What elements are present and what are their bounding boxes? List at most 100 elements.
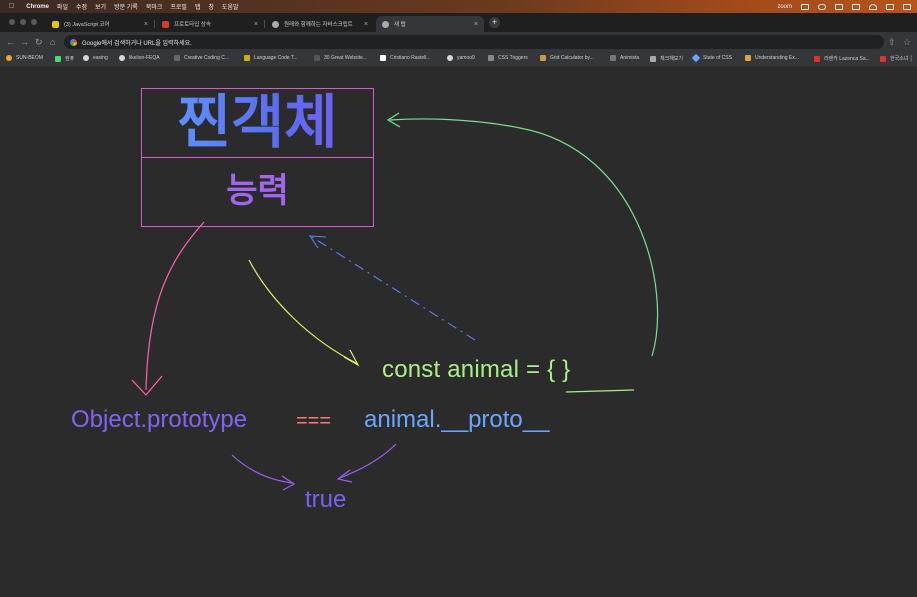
menu-profiles[interactable]: 프로필 (165, 5, 187, 11)
bookmark-item[interactable]: 한국소녀 │ (880, 55, 913, 62)
menu-window[interactable]: 창 (203, 5, 214, 11)
bookmark-label: Understanding Ex... (755, 55, 799, 61)
address-bar[interactable]: Google에서 검색하거나 URL을 입력하세요. (64, 35, 884, 49)
object-prototype-label: Object.prototype (71, 406, 248, 433)
page-icon (174, 55, 180, 61)
page-icon (745, 55, 751, 61)
page-icon (380, 55, 386, 61)
menu-tab[interactable]: 탭 (189, 5, 201, 11)
bookmark-item[interactable]: 컴퓨 (55, 55, 74, 62)
tab-separator (154, 20, 155, 28)
grid-icon (540, 55, 546, 61)
bookmark-item[interactable]: yamoo9 (447, 55, 475, 61)
tab-strip: (3) JavaScript 코어 × 프로토타입 상속 × 원래와 함께하는 … (0, 13, 917, 32)
address-bar-placeholder: Google에서 검색하거나 URL을 입력하세요. (82, 40, 192, 47)
wifi-icon[interactable] (869, 3, 877, 10)
github-icon (447, 55, 453, 61)
bookmark-item[interactable]: likelion-FEQA (119, 55, 160, 61)
zoom-status[interactable]: zoom (777, 3, 792, 10)
bookmark-item[interactable]: Animista (610, 55, 639, 61)
result-label: true (305, 486, 347, 513)
bookmark-item[interactable]: CSS Triggers (488, 55, 528, 61)
bookmark-label: likelion-FEQA (129, 55, 160, 61)
bookmark-item[interactable]: Understanding Ex... (745, 55, 799, 61)
menu-file[interactable]: 파일 (51, 5, 68, 11)
bookmark-item[interactable]: SUN-BEOM (6, 55, 43, 61)
bookmark-label: 한국소녀 │ (890, 56, 913, 62)
tab-new-tab[interactable]: 새 탭 × (376, 16, 484, 32)
diagram-title: 찐객체 (141, 88, 374, 158)
forward-arrow-icon[interactable]: → (20, 37, 29, 47)
bookmark-item[interactable]: Language Code T... (244, 55, 298, 61)
apple-icon[interactable]:  (9, 3, 14, 10)
menu-help[interactable]: 도움말 (216, 5, 239, 11)
page-icon (650, 55, 656, 62)
back-arrow-icon[interactable]: ← (6, 37, 15, 47)
bookmark-label: CSS Triggers (498, 55, 528, 61)
minimize-window-icon[interactable] (20, 19, 26, 25)
tab-label: 새 탭 (394, 22, 406, 28)
bookmark-label: Animista (620, 55, 640, 61)
new-tab-plus-icon[interactable]: + (489, 17, 500, 28)
bookmark-star-icon[interactable]: ☆ (903, 37, 912, 47)
cloud-icon[interactable] (818, 3, 826, 10)
tab-label: 프로토타입 상속 (174, 22, 211, 28)
status-area: zoom (777, 0, 911, 13)
tab-separator (264, 20, 265, 28)
reload-icon[interactable]: ↻ (35, 37, 43, 47)
tab-prototype-inheritance[interactable]: 프로토타입 상속 × (156, 16, 265, 32)
screen-share-icon[interactable] (801, 3, 809, 10)
share-icon[interactable]: ⇧ (888, 37, 896, 47)
camera-icon[interactable] (835, 3, 843, 10)
chrome-favicon-icon (382, 20, 389, 28)
tab-javascript-guide[interactable]: 원래와 함께하는 자바스크립트 × (266, 16, 374, 32)
tab-label: (3) JavaScript 코어 (64, 22, 110, 28)
bookmark-item[interactable]: 30 Great Website... (314, 55, 367, 61)
bookmark-label: State of CSS (703, 55, 732, 61)
tab-javascript-core[interactable]: (3) JavaScript 코어 × (46, 16, 155, 32)
close-tab-icon[interactable]: × (473, 20, 478, 28)
javascript-favicon-icon (52, 20, 59, 28)
close-window-icon[interactable] (9, 19, 15, 25)
close-tab-icon[interactable]: × (363, 20, 368, 28)
bookmark-label: yamoo9 (457, 55, 475, 61)
bookmark-item[interactable]: Creative Coding C... (174, 55, 229, 61)
menu-history[interactable]: 방문 기록 (108, 5, 138, 11)
close-tab-icon[interactable]: × (253, 20, 258, 28)
tab-label: 원래와 함께하는 자바스크립트 (284, 22, 353, 28)
input-source-icon[interactable] (886, 3, 894, 10)
code-line: const animal = { } (382, 356, 571, 383)
zoom-window-icon[interactable] (31, 19, 37, 25)
bookmarks-bar: SUN-BEOM 컴퓨 easing likelion-FEQA Creativ… (0, 52, 917, 67)
close-tab-icon[interactable]: × (143, 20, 148, 28)
youtube-icon (814, 55, 820, 62)
bookmark-label: Cristiano Rastell... (390, 55, 431, 61)
control-center-icon[interactable] (903, 3, 911, 10)
display-icon[interactable] (852, 3, 860, 10)
bookmark-item[interactable]: 체크해보기 (650, 55, 683, 62)
menu-view[interactable]: 보기 (89, 5, 106, 11)
home-icon[interactable]: ⌂ (50, 37, 56, 47)
bookmark-item[interactable]: easing (83, 55, 108, 61)
bookmark-item[interactable]: Grid Calculator by... (540, 55, 594, 61)
diagram-subtitle: 능력 (226, 172, 289, 210)
bookmark-label: 컴퓨 (65, 56, 75, 62)
bookmark-item[interactable]: 라렌카 Lazenca Sa... (814, 55, 870, 62)
bookmark-item[interactable]: State of CSS (691, 53, 732, 63)
ability-box (141, 157, 374, 227)
bookmark-label: Language Code T... (254, 55, 298, 61)
youtube-icon (880, 55, 886, 62)
app-menu-chrome[interactable]: Chrome (21, 3, 49, 10)
macos-menu-bar:  Chrome 파일 수정 보기 방문 기록 북마크 프로필 탭 창 도움말 … (0, 0, 917, 13)
github-icon (83, 55, 89, 61)
bookmark-label: Creative Coding C... (184, 55, 230, 61)
page-icon (314, 55, 320, 61)
menu-bookmarks[interactable]: 북마크 (140, 5, 163, 11)
animal-proto-label: animal.__proto__ (364, 406, 550, 433)
menu-edit[interactable]: 수정 (70, 5, 87, 11)
page-icon (610, 55, 616, 61)
globe-favicon-icon (272, 20, 279, 28)
google-icon (70, 38, 77, 46)
bookmark-item[interactable]: Cristiano Rastell... (380, 55, 431, 61)
bookmark-label: 라렌카 Lazenca Sa... (824, 56, 870, 62)
